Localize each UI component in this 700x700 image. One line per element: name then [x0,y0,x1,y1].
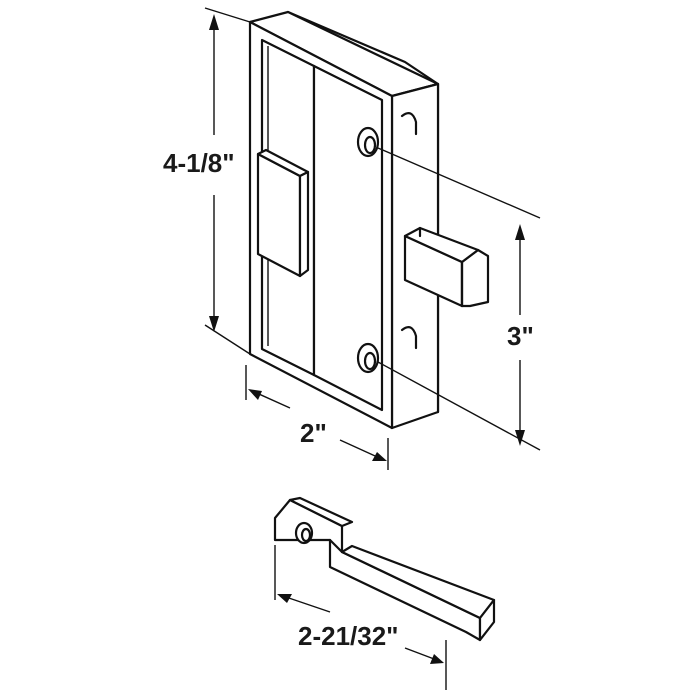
screw-hole-bottom [356,342,380,374]
back-boss-top [400,112,418,136]
dim-hole-spacing [377,147,541,451]
back-boss-bottom [400,326,418,350]
strike-plate [273,496,496,642]
dim-width-label: 2" [300,418,327,448]
dim-height-label: 4-1/8" [163,148,235,178]
slide-button-side [298,170,310,278]
dim-strike-label: 2-21/32" [298,621,399,651]
screw-hole-top [356,126,380,158]
strike-hole [294,521,314,545]
latch-hook [403,226,490,308]
latch-body [248,10,490,430]
dim-spacing-label: 3" [507,321,534,351]
dim-height-overall [204,7,251,355]
dim-width [245,365,389,470]
dim-strike-length [274,545,447,690]
